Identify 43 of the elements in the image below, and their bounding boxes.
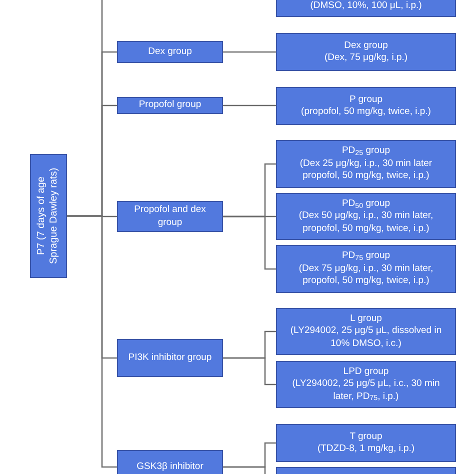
group-details: (Dex 50 μg/kg, i.p., 30 min later, propofol, 50 mg/kg, twice, i.p.) [298, 210, 434, 236]
group-details: (propofol, 50 mg/kg, twice, i.p.) [301, 106, 431, 118]
group-box [276, 87, 456, 125]
group-details: (LY294002, 25 μg/5 μL, i.c., 30 min later, PD$_{75}$, i.p.) [291, 378, 441, 404]
group-box [276, 140, 456, 188]
group-title: Dex group [148, 46, 192, 58]
group-box [276, 0, 456, 17]
group-title: L group [350, 312, 382, 326]
group-title: Propofol group [138, 99, 202, 112]
group-title: GSK3β inhibitor [136, 460, 204, 474]
group-box [276, 308, 456, 355]
group-details: (Dex 25 μg/kg, i.p., 30 min later propofol, 50 mg/kg, twice, i.p.) [298, 158, 434, 183]
group-box [117, 41, 223, 63]
group-box [117, 339, 223, 377]
connector-line [223, 216, 276, 270]
group-title: PD$_{75}$ group [342, 250, 390, 263]
group-box [30, 154, 67, 278]
group-title: Dex group [344, 40, 388, 52]
group-details: (Dex, 75 μg/kg, i.p.) [324, 52, 408, 64]
group-title: PI3K inhibitor group [128, 352, 212, 364]
group-box [276, 361, 456, 408]
connector-line [67, 215, 117, 468]
group-title: (DMSO, 10%, 100 μL, i.p.) [310, 0, 422, 13]
connector-line [223, 104, 276, 106]
group-box [276, 424, 456, 462]
group-title: LPD group [343, 366, 389, 378]
group-details: (TDZD-8, 1 mg/kg, i.p.) [317, 443, 415, 456]
connector-line [223, 357, 276, 386]
group-title: P group [349, 94, 383, 106]
group-box [117, 450, 223, 474]
group-box [276, 245, 456, 293]
group-title: P7 (7 days of age Sprague Dawley rats) [36, 167, 60, 265]
group-details: (LY294002, 25 μg/5 μL, dissolved in 10% DMSO, i.c.) [289, 325, 443, 350]
group-title: T group [350, 430, 382, 443]
group-box [276, 33, 456, 71]
connector-line [223, 51, 276, 53]
group-title: PD$_{25}$ group [342, 145, 390, 158]
group-details: (Dex 75 μg/kg, i.p., 30 min later, propofol, 50 mg/kg, twice, i.p.) [298, 262, 434, 288]
group-title: Propofol and dex group [133, 204, 207, 229]
group-box [117, 201, 223, 232]
group-box [117, 97, 223, 114]
group-title: PD$_{50}$ group [342, 198, 390, 210]
group-box [276, 193, 456, 240]
